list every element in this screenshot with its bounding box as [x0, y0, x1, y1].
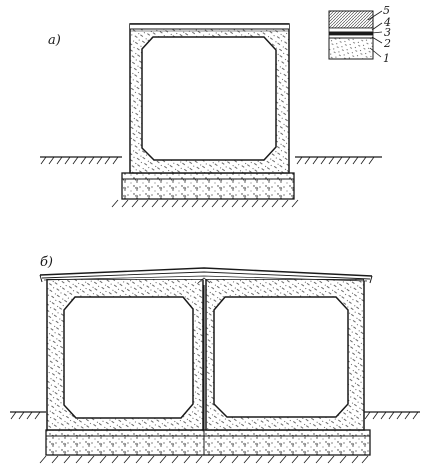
roof-layers-inset: 5 4 3 2 1: [328, 4, 391, 65]
ground-line-a: [40, 156, 382, 165]
gravel-foundation-a: [121, 172, 295, 200]
box-culvert-b-left: [46, 278, 204, 431]
label-part-b: б): [40, 255, 53, 270]
label-part-a: а): [48, 33, 61, 48]
box-culvert-a: [129, 23, 290, 174]
section-a: а): [40, 4, 391, 208]
layer-label-2: 2: [383, 37, 391, 50]
layer-label-5: 5: [383, 4, 390, 17]
layer-label-4: 4: [383, 16, 391, 29]
box-culvert-b-right: [205, 278, 365, 431]
ground-line-b: [10, 411, 420, 464]
section-b: б): [10, 255, 420, 464]
foundation-soil-a: [111, 199, 299, 208]
gravel-foundation-b: [45, 429, 371, 456]
layer-label-3: 3: [384, 26, 391, 39]
layer-label-1: 1: [383, 52, 390, 65]
roof-layers-b: [39, 267, 373, 284]
